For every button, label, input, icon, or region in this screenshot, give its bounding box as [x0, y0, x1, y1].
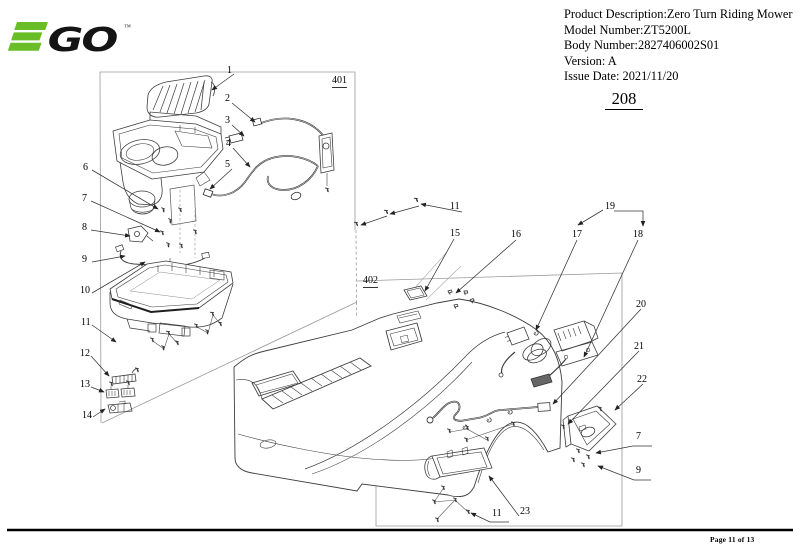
callout-19: 19: [605, 201, 615, 212]
console-mount-bracket: [169, 184, 197, 258]
callout-10: 10: [80, 285, 90, 296]
callout-20: 20: [636, 299, 646, 310]
callout-1: 1: [227, 65, 232, 76]
body-number: Body Number:2827406002S01: [564, 38, 720, 53]
callout-8: 8: [82, 222, 87, 233]
callout-21: 21: [634, 341, 644, 352]
callout-22: 22: [637, 374, 647, 385]
logo-go-text: GO: [48, 21, 118, 58]
callout-11-top: 11: [450, 201, 460, 212]
wire-harness-part-20: [426, 400, 551, 441]
product-description: Product Description:Zero Turn Riding Mow…: [564, 7, 793, 21]
callout-2: 2: [225, 93, 230, 104]
callout-14: 14: [82, 410, 92, 421]
callout-11-bottom: 11: [492, 508, 502, 519]
wiring-harness-parts-2-5: [202, 117, 331, 201]
group-label-402: 402: [363, 275, 378, 288]
callout-12: 12: [80, 348, 90, 359]
product-info-block: Product Description:Zero Turn Riding Mow…: [564, 7, 799, 85]
callout-11-left: 11: [81, 317, 91, 328]
storage-bin-part: [109, 260, 234, 337]
logo-trademark: ™: [124, 23, 131, 31]
bin-screw-pattern: [152, 314, 222, 350]
model-number: Model Number:ZT5200L: [564, 22, 691, 37]
callout-23: 23: [520, 506, 530, 517]
connector-part-14: [107, 400, 133, 414]
tray-part-15: [403, 285, 428, 301]
console-cupholder-part: [112, 111, 224, 215]
page-indicator: Page 11 of 13: [710, 535, 755, 544]
ego-logo: GO ™: [8, 21, 131, 58]
callout-15: 15: [450, 228, 460, 239]
callout-17: 17: [572, 229, 582, 240]
clamp-part-8: [127, 225, 154, 243]
issue-date: Issue Date: 2021/11/20: [564, 69, 679, 84]
callout-5: 5: [225, 159, 230, 170]
group-box-401: [99, 71, 358, 424]
callout-6: 6: [83, 162, 88, 173]
callout-3: 3: [225, 115, 230, 126]
callout-18: 18: [633, 229, 643, 240]
callout-9-right: 9: [636, 465, 641, 476]
mower-body-part: [233, 298, 563, 498]
footrest-tray-part-1: [146, 75, 216, 118]
callout-13: 13: [80, 379, 90, 390]
leader-lines: [90, 73, 652, 523]
callout-4: 4: [226, 138, 231, 149]
callout-9: 9: [82, 254, 87, 265]
callout-16: 16: [511, 229, 521, 240]
actuator-assembly-parts-17-18-19: [498, 320, 599, 388]
bracket-23-screw-pattern: [433, 428, 488, 520]
callout-7-right: 7: [636, 431, 641, 442]
diagram-page-number: 208: [605, 89, 643, 110]
callout-7: 7: [82, 193, 87, 204]
group-label-401: 401: [332, 75, 347, 88]
rail-part-12: [111, 368, 139, 385]
logo-e-bars: [8, 22, 48, 51]
version: Version: A: [564, 53, 617, 68]
bracket-parts-21-22: [562, 405, 617, 452]
bracket-part-23: [424, 446, 493, 480]
connector-part-13: [105, 385, 136, 399]
side-plate-part: [318, 132, 335, 186]
